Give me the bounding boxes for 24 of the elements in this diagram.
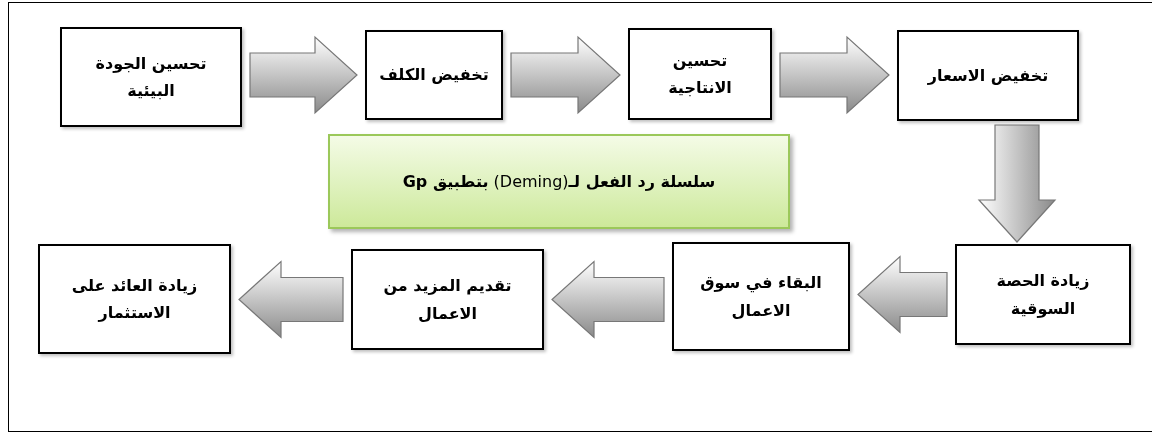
block-arrow	[779, 35, 890, 115]
box-label: تخفيض الاسعار	[927, 64, 1049, 87]
box-label: تقديم المزيد من الاعمال	[382, 275, 513, 325]
process-box	[672, 242, 850, 351]
block-arrow	[551, 260, 665, 339]
process-box	[60, 27, 242, 127]
block-arrow	[249, 35, 358, 115]
block-arrow	[977, 124, 1057, 243]
process-box	[897, 30, 1079, 121]
block-arrow	[238, 260, 344, 339]
process-box	[628, 28, 772, 120]
process-box	[351, 249, 544, 350]
title-box	[328, 134, 790, 229]
box-label: زيادة الحصة السوقية	[995, 270, 1091, 320]
block-arrow	[510, 35, 621, 115]
box-label: تخفيض الكلف	[379, 64, 489, 87]
process-box	[365, 30, 503, 120]
process-box	[38, 244, 231, 354]
process-box	[955, 244, 1131, 345]
box-label: تحسين الجودة البيئية	[94, 52, 208, 102]
box-label: زيادة العائد على الاستثمار	[70, 274, 199, 324]
box-label: البقاء في سوق الاعمال	[699, 272, 823, 322]
box-label: تحسين الانتاجية	[667, 49, 733, 99]
block-arrow	[857, 255, 948, 334]
